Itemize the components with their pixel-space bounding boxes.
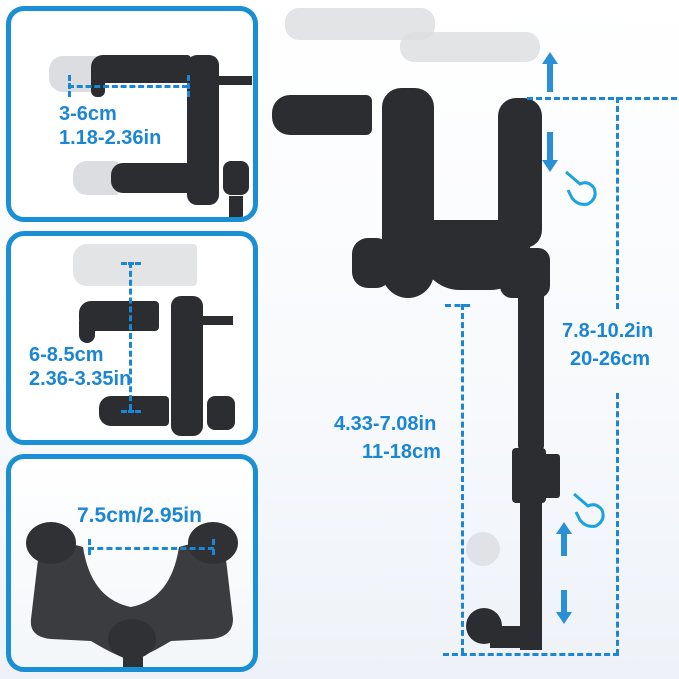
clamp-tab xyxy=(216,76,252,85)
total-height-line-upper xyxy=(616,97,619,309)
panel-grip-height: 6-8.5cm 2.36-3.35in xyxy=(6,231,258,445)
total-height-in: 7.8-10.2in xyxy=(562,320,654,342)
width-measure-line xyxy=(68,85,188,88)
height-measure-line xyxy=(129,262,132,410)
upper-jaw xyxy=(272,95,372,135)
measure-tick-right xyxy=(187,75,190,97)
clamp-opening-label: 7.5cm/2.95in xyxy=(77,504,202,527)
grip-width-cm: 3-6cm xyxy=(59,103,117,125)
measure-tick-bottom xyxy=(121,410,141,413)
stem xyxy=(229,196,243,217)
total-height-cm: 20-26cm xyxy=(570,348,651,370)
panel-clamp-opening: 7.5cm/2.95in xyxy=(6,454,258,672)
measure-tick-left xyxy=(68,75,71,97)
measure-tick-right xyxy=(212,539,215,555)
clamp-tab xyxy=(201,316,233,325)
arm-length-cm: 11-18cm xyxy=(362,441,441,463)
measure-tick-left xyxy=(88,539,91,555)
arm-upper xyxy=(518,290,544,450)
arm-sleeve xyxy=(512,448,546,503)
arm-length-line xyxy=(461,304,464,654)
arm-length-in: 4.33-7.08in xyxy=(334,413,437,435)
ghost-jaw-top xyxy=(73,244,197,286)
grip-width-in: 1.18-2.36in xyxy=(59,127,162,149)
grip-height-cm: 6-8.5cm xyxy=(29,344,104,366)
rear-knob xyxy=(352,238,392,288)
up-down-arrow-bottom xyxy=(556,522,572,624)
arm-lower xyxy=(520,500,542,650)
panel-grip-width: 3-6cm 1.18-2.36in xyxy=(6,6,258,222)
hand-pointer-icon-top xyxy=(565,170,597,206)
pivot-knob xyxy=(500,248,550,298)
clamp-yoke-shape xyxy=(26,522,238,667)
clamp-body xyxy=(171,296,203,436)
ghost-clamp-mid xyxy=(400,32,540,62)
ghost-ball-head xyxy=(466,532,500,566)
arm-lock-button xyxy=(542,454,560,498)
knob xyxy=(207,396,235,430)
measure-tick-top xyxy=(121,262,141,265)
clamp-body xyxy=(187,55,219,205)
up-down-arrow-top xyxy=(542,52,558,172)
jaw-top xyxy=(91,55,191,83)
jaw-top-hook xyxy=(79,321,95,343)
knob xyxy=(223,161,249,195)
opening-measure-line xyxy=(88,547,214,550)
jaw-bottom xyxy=(111,163,191,193)
bottom-baseline xyxy=(443,653,619,656)
hand-pointer-icon-bottom xyxy=(573,492,605,528)
total-height-line-lower xyxy=(616,393,619,655)
total-height-top-line xyxy=(527,97,677,100)
arm-top-line xyxy=(445,304,470,307)
grip-height-in: 2.36-3.35in xyxy=(29,368,132,390)
ball-neck xyxy=(490,626,540,648)
